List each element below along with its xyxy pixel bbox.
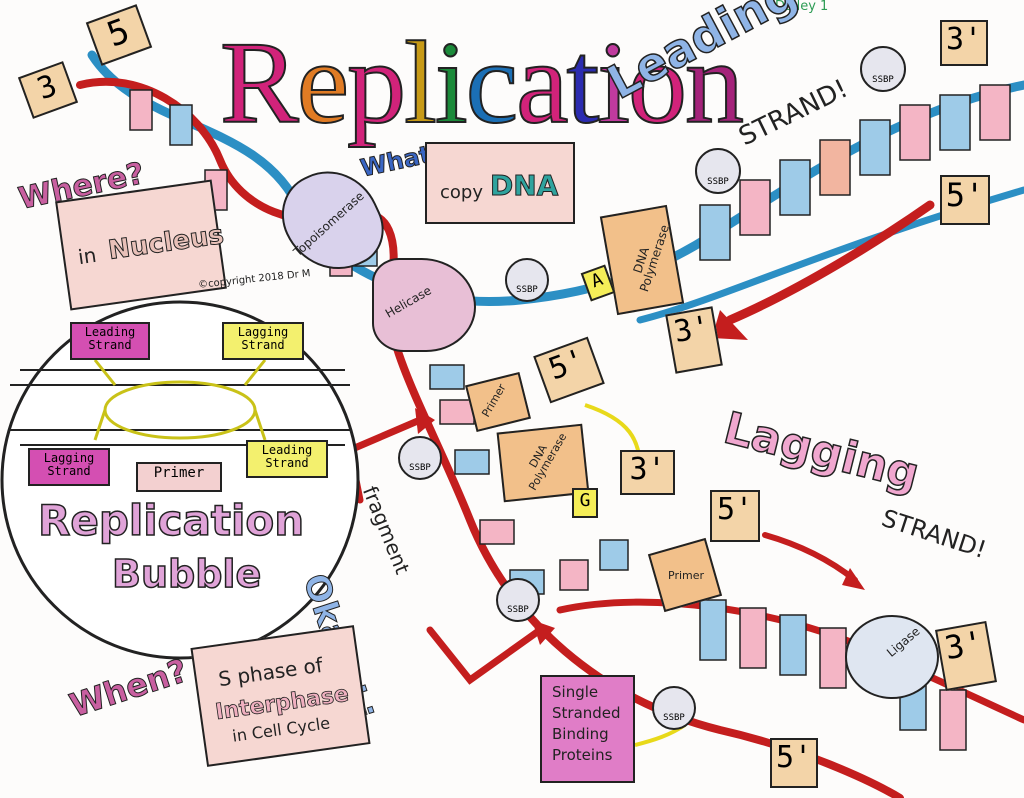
title-letter: n [684,17,745,148]
end-label-3-bottomright: 3' [935,620,997,692]
what-answer-box [425,142,575,224]
ssbp-1: SSBP [860,46,906,92]
end-label-3-mid: 3' [620,450,675,495]
title-letter: c [465,17,519,148]
bubble-leading-topleft: Leading Strand [70,322,150,360]
bubble-lagging-topright: Lagging Strand [222,322,304,360]
okazaki-bracket-bottom [426,626,544,685]
title-letter: o [627,17,688,148]
what-answer-small: copy [440,182,483,203]
bubble-leading-bottomright: Leading Strand [246,440,328,478]
end-label-3-leading: 3' [665,306,723,374]
title-letter: e [296,17,350,148]
title-letter: p [346,17,407,148]
signature: Dailey 1 [775,0,829,14]
ssbp-line3: Binding [552,725,609,743]
title-letter: t [565,17,600,148]
ligase-blob [845,615,939,699]
lagging-direction-arrow [762,532,858,583]
leading-direction-arrow [725,200,935,325]
end-label-5-bottomright: 5' [770,738,818,788]
where-answer-small: in [76,242,98,270]
ssbp-6: SSBP [652,686,696,730]
ssbp-line1: Single [552,683,599,701]
title-letter: l [403,17,438,148]
title-letter: i [434,17,469,148]
okazaki-arrowhead-bottom [532,620,555,645]
primer-right-label: Primer [668,569,705,582]
bubble-title-1: Replication [37,496,305,545]
end-label-5-right: 5' [940,175,990,225]
end-label-5-lagging: 5' [710,490,760,542]
title-letter: a [515,17,569,148]
leading-strand-rungs [699,84,1011,261]
leading-arrowhead [712,310,748,340]
bubble-title-2: Bubble [111,552,262,596]
end-label-3-topright: 3' [940,20,988,66]
okazaki-arrowhead-top [415,408,435,434]
lagging-strand-rungs [699,599,967,751]
ssbp-line4: Proteins [552,746,613,764]
bubble-lagging-bottomleft: Lagging Strand [28,448,110,486]
what-answer: DNA [489,169,559,202]
okazaki-rungs [429,364,629,595]
lagging-arrowhead [842,568,865,590]
bubble-primer: Primer [136,462,222,492]
ssbp-2: SSBP [695,148,741,194]
base-g: G [572,488,598,518]
helicase-blob [372,258,476,352]
ssbp-5: SSBP [496,578,540,622]
title-letter: R [219,17,300,148]
ssbp-definition-box [540,675,635,783]
ssbp-3: SSBP [505,258,549,302]
ssbp-4: SSBP [398,436,442,480]
ssbp-line2: Stranded [552,704,621,722]
title-letter: i [596,17,631,148]
